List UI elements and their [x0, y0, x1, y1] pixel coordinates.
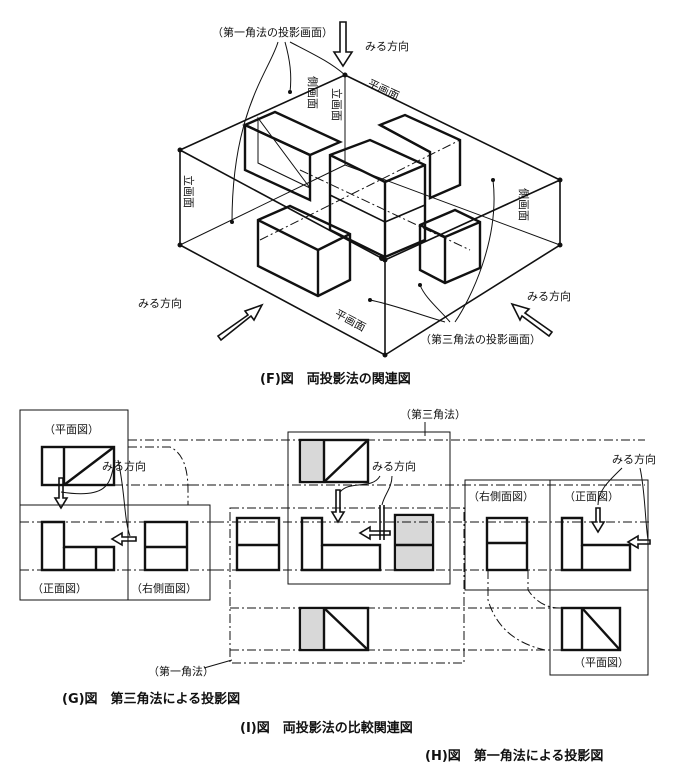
leader-third-angle	[419, 284, 451, 323]
view-direction-top-label: みる方向	[365, 39, 409, 53]
third-angle-planes-label: （第三角法の投影画面）	[420, 332, 541, 346]
i-first-angle-label: （第一角法）	[148, 664, 214, 678]
hidden-edge	[344, 164, 561, 246]
figure-i-caption: (I)図 両投影法の比較関連図	[240, 720, 413, 736]
h-front-shape	[560, 516, 632, 572]
view-arrow-left	[216, 303, 264, 342]
h-view-direction-label: みる方向	[612, 452, 656, 466]
h-arrow-down	[590, 507, 606, 534]
h-plan-shape	[560, 606, 622, 652]
h-side-label: （右側面図）	[468, 489, 534, 503]
view-direction-left-label: みる方向	[138, 296, 182, 310]
g-front-shape	[40, 520, 116, 572]
i-arrow-left	[358, 525, 391, 541]
g-arrow-down	[53, 477, 69, 510]
plane-horizontal-top-label: 平画面	[366, 77, 401, 103]
figure-h: みる方向 （右側面図） （正面図） （平面図） (H)図 第一角法による投影図	[425, 452, 656, 764]
leader-first-angle	[284, 41, 292, 93]
h-plan-label: （平面図）	[574, 656, 629, 669]
first-angle-planes-label: （第一角法の投影画面）	[212, 25, 333, 39]
leader-first-angle	[289, 41, 346, 76]
figure-g-caption: (G)図 第三角法による投影図	[62, 691, 240, 707]
leader-third-angle	[369, 299, 446, 323]
view-arrow-top	[332, 21, 354, 68]
h-arrow-left	[626, 534, 651, 550]
figure-i: みる方向 （第三角法） （第一角法） (I)図 両投影法の比較関連図	[148, 407, 466, 736]
view-direction-right-label: みる方向	[527, 289, 571, 303]
figure-f: （第一角法の投影画面） みる方向 みる方向 みる方向 （第三角法の投影画面） 側…	[138, 21, 571, 387]
projection-lines	[128, 439, 650, 651]
g-arrow-left	[110, 531, 137, 547]
view-arrow-right	[510, 302, 554, 338]
g-view-direction-label: みる方向	[102, 459, 146, 473]
leader-third-angle	[454, 179, 495, 323]
g-side-label: （右側面図）	[131, 581, 197, 595]
g-plan-label: （平面図）	[44, 423, 99, 436]
g-front-label: （正面図）	[32, 582, 87, 595]
plane-elevation-left-label: 立画面	[182, 175, 196, 208]
h-front-label: （正面図）	[564, 490, 619, 503]
figure-g: （平面図） みる方向 （正面図） （右側面図） (G)図 第三角法による投影図	[19, 409, 240, 707]
leader-first-angle	[231, 41, 279, 223]
plane-elevation-top-label: 立画面	[330, 88, 344, 121]
plane-side-left-label: 側画面	[306, 76, 319, 109]
i-first-angle-frame	[229, 507, 465, 664]
h-plan-frame	[549, 589, 649, 676]
i-view-direction-label: みる方向	[372, 459, 416, 473]
plane-side-right-label: 側画面	[517, 188, 530, 221]
i-arrow-down	[330, 489, 346, 524]
i-front-shape	[300, 516, 382, 572]
cross-object	[242, 110, 482, 298]
figure-h-caption: (H)図 第一角法による投影図	[425, 748, 603, 764]
g-side-frame	[127, 504, 211, 601]
figure-f-caption: (F)図 両投影法の関連図	[260, 371, 411, 387]
box-edge	[384, 179, 561, 261]
i-third-angle-label: （第三角法）	[400, 407, 466, 421]
